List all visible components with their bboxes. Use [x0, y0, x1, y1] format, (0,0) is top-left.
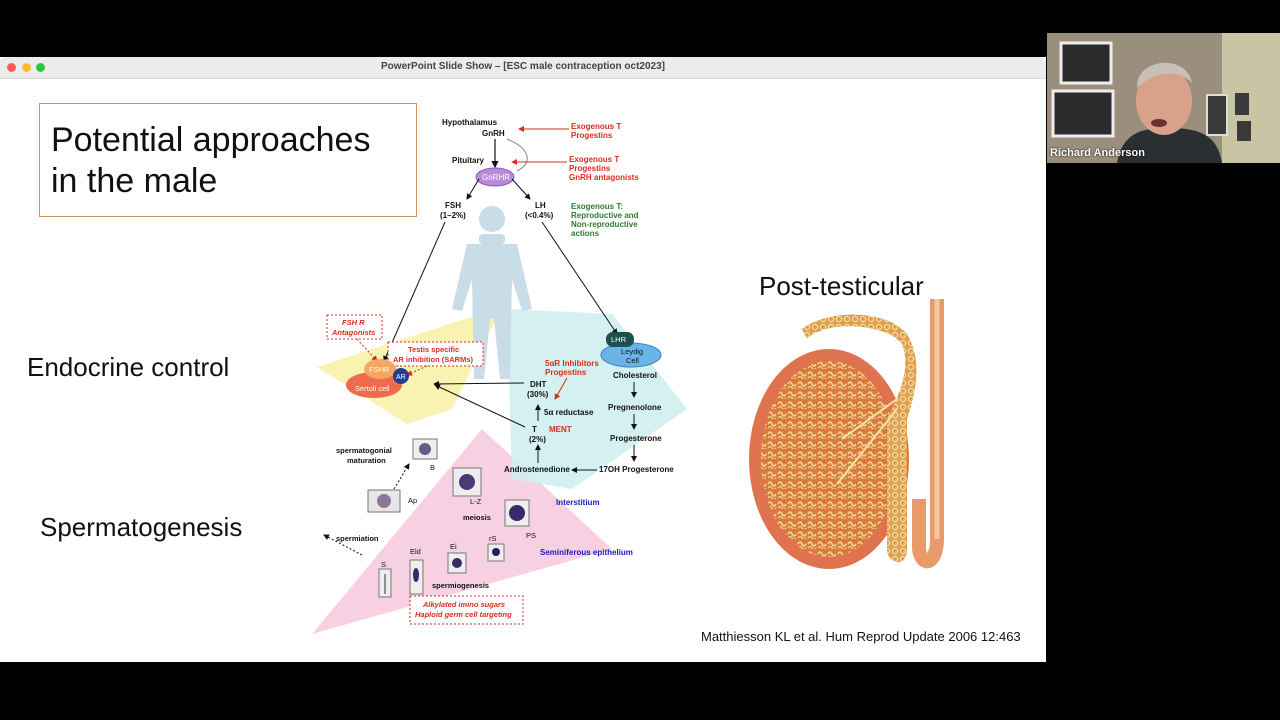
- rs-text: rS: [489, 534, 497, 543]
- germ-cells: [367, 438, 530, 598]
- testis-illustration: [749, 299, 944, 569]
- ann3-line1: Exogenous T:: [571, 202, 623, 211]
- slide-title: Potential approaches in the male: [51, 120, 411, 202]
- dht-text: DHT: [530, 380, 547, 389]
- slideshow-window: PowerPoint Slide Show – [ESC male contra…: [0, 57, 1046, 662]
- ann3-line2: Reproductive and: [571, 211, 639, 220]
- lh-pct-text: (<0.4%): [525, 211, 554, 220]
- t-text: T: [532, 425, 537, 434]
- ann3-line4: actions: [571, 229, 600, 238]
- participant-name: Richard Anderson: [1050, 147, 1145, 159]
- t-pct-text: (2%): [529, 435, 546, 444]
- s-text: S: [381, 560, 386, 569]
- sperm-maturation-line1: spermatogonial: [336, 446, 392, 455]
- testis-specific-box: [387, 341, 484, 367]
- sperm-maturation-line2: maturation: [347, 456, 386, 465]
- label-spermatogenesis: Spermatogenesis: [40, 512, 243, 542]
- ar-text: AR: [396, 374, 406, 381]
- spermiogenesis-text: spermiogenesis: [432, 581, 489, 590]
- b-text: B: [430, 463, 435, 472]
- hormone-diagram: Hypothalamus GnRH Pituitary GnRHR FSH (1…: [312, 118, 687, 634]
- fshr-antagonists-box: [326, 314, 383, 340]
- sertoli-cell: [346, 372, 402, 398]
- slide-title-line2: in the male: [51, 162, 218, 200]
- lh-text: LH: [535, 201, 546, 210]
- epididymis: [802, 314, 917, 563]
- ann2-line1: Exogenous T: [569, 155, 619, 164]
- reductase-text: 5α reductase: [544, 408, 594, 417]
- lhr-text: LHR: [611, 335, 627, 344]
- seminiferous-tubules: [761, 361, 897, 557]
- lz-text: L-Z: [470, 497, 482, 506]
- hypothalamus-text: Hypothalamus: [442, 118, 498, 127]
- ap-text: Ap: [408, 496, 417, 505]
- lhr-receptor: [606, 332, 634, 347]
- fshr-receptor: [364, 359, 396, 379]
- ps-text: PS: [526, 531, 536, 540]
- ann2-line3: GnRH antagonists: [569, 173, 639, 182]
- alkylated-box: [409, 595, 524, 625]
- androstenedione-text: Androstenedione: [504, 465, 570, 474]
- citation: Matthiesson KL et al. Hum Reprod Update …: [701, 629, 1021, 644]
- eld-text: Eld: [410, 547, 421, 556]
- alk-line1: Alkylated imino sugars: [422, 600, 505, 609]
- slide-title-line1: Potential approaches: [51, 121, 371, 159]
- slide[interactable]: Potential approaches in the male Endocri…: [12, 79, 1046, 662]
- gnrhr-ellipse: [475, 167, 515, 187]
- sertoli-text: Sertoli cell: [355, 384, 390, 393]
- leydig-line2: Cell: [626, 356, 639, 365]
- spermiation-text: spermiation: [336, 534, 379, 543]
- window-title: PowerPoint Slide Show – [ESC male contra…: [381, 61, 665, 72]
- fshr-text: FSHR: [369, 365, 390, 374]
- ei-text: Ei: [450, 542, 457, 551]
- ann3-line3: Non-reproductive: [571, 220, 638, 229]
- ment-text: MENT: [549, 425, 572, 434]
- fshr-ant-line1: FSH R: [342, 318, 365, 327]
- minimize-window-button[interactable]: [22, 63, 31, 72]
- interstitium-region: [507, 309, 687, 489]
- fsh-pct-text: (1–2%): [440, 211, 466, 220]
- ann1-line2: Progestins: [571, 131, 613, 140]
- leydig-line1: Leydig: [621, 347, 643, 356]
- cholesterol-text: Cholesterol: [613, 371, 657, 380]
- vas-deferens: [912, 299, 944, 569]
- slide-title-box: Potential approaches in the male: [39, 103, 417, 217]
- label-post-testicular: Post-testicular: [759, 271, 924, 301]
- testis-line2: AR inhibition (SARMs): [393, 355, 473, 364]
- participant-video-tile[interactable]: Richard Anderson: [1047, 33, 1280, 163]
- inhib-line2: Progestins: [545, 368, 587, 377]
- interstitium-text: Interstitium: [556, 498, 600, 507]
- ar-receptor: [393, 368, 409, 384]
- window-titlebar: PowerPoint Slide Show – [ESC male contra…: [0, 57, 1046, 79]
- pregnenolone-text: Pregnenolone: [608, 403, 662, 412]
- seminiferous-text: Seminiferous epithelium: [540, 548, 633, 557]
- participant-video: [1047, 33, 1280, 163]
- zoom-window-button[interactable]: [36, 63, 45, 72]
- progesterone-text: Progesterone: [610, 434, 662, 443]
- gnrhr-text: GnRHR: [482, 173, 510, 182]
- alk-line2: Haploid germ cell targeting: [415, 610, 512, 619]
- testis-line1: Testis specific: [408, 345, 459, 354]
- fsh-text: FSH: [445, 201, 461, 210]
- human-silhouette: [452, 206, 532, 379]
- ohprog-text: 17OH Progesterone: [599, 465, 674, 474]
- dht-pct-text: (30%): [527, 390, 549, 399]
- close-window-button[interactable]: [7, 63, 16, 72]
- gnrh-text: GnRH: [482, 129, 505, 138]
- ann1-line1: Exogenous T: [571, 122, 621, 131]
- inhib-line1: 5αR Inhibitors: [545, 359, 599, 368]
- pituitary-text: Pituitary: [452, 156, 485, 165]
- ann2-line2: Progestins: [569, 164, 611, 173]
- label-endocrine-control: Endocrine control: [27, 352, 230, 382]
- fshr-ant-line2: Antagonists: [331, 328, 375, 337]
- meiosis-text: meiosis: [463, 513, 491, 522]
